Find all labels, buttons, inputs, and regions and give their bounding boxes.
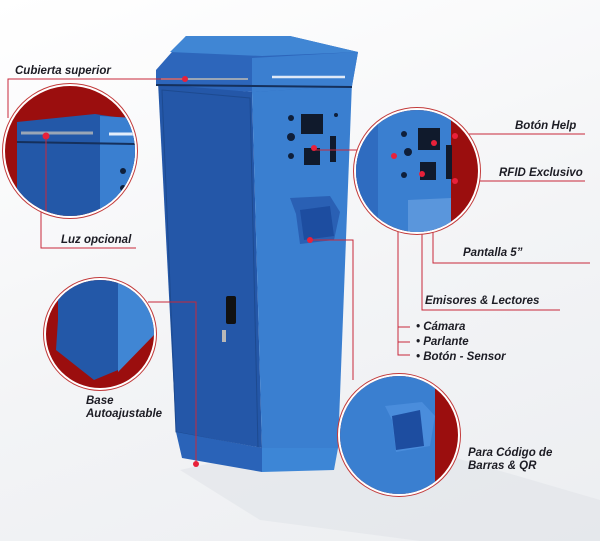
label-camara: • Cámara — [416, 321, 466, 333]
label-parlante: • Parlante — [416, 336, 469, 348]
zoom-circle-base — [46, 280, 154, 388]
label-cubierta-superior: Cubierta superior — [15, 65, 111, 77]
label-codigo-barras-qr: Para Código de Barras & QR — [468, 447, 552, 473]
label-luz-opcional: Luz opcional — [61, 234, 132, 246]
label-boton-help: Botón Help — [515, 120, 577, 132]
label-emisores-lectores: Emisores & Lectores — [425, 295, 540, 307]
label-base-line2: Autoajustable — [86, 408, 163, 420]
label-sensor-list: • Cámara • Parlante • Botón - Sensor — [416, 320, 506, 365]
label-codigo-line1: Para Código de — [468, 447, 553, 459]
zoom-circle-scanner — [340, 376, 458, 494]
label-base-autoajustable: Base Autoajustable — [86, 395, 162, 421]
label-pantalla: Pantalla 5” — [463, 247, 523, 259]
label-rfid-exclusivo: RFID Exclusivo — [499, 167, 583, 179]
zoom-circle-top-cover — [5, 86, 135, 216]
label-boton-sensor: • Botón - Sensor — [416, 351, 506, 363]
zoom-circle-front-panel — [356, 110, 478, 232]
label-base-line1: Base — [86, 395, 114, 407]
label-codigo-line2: Barras & QR — [468, 460, 537, 472]
